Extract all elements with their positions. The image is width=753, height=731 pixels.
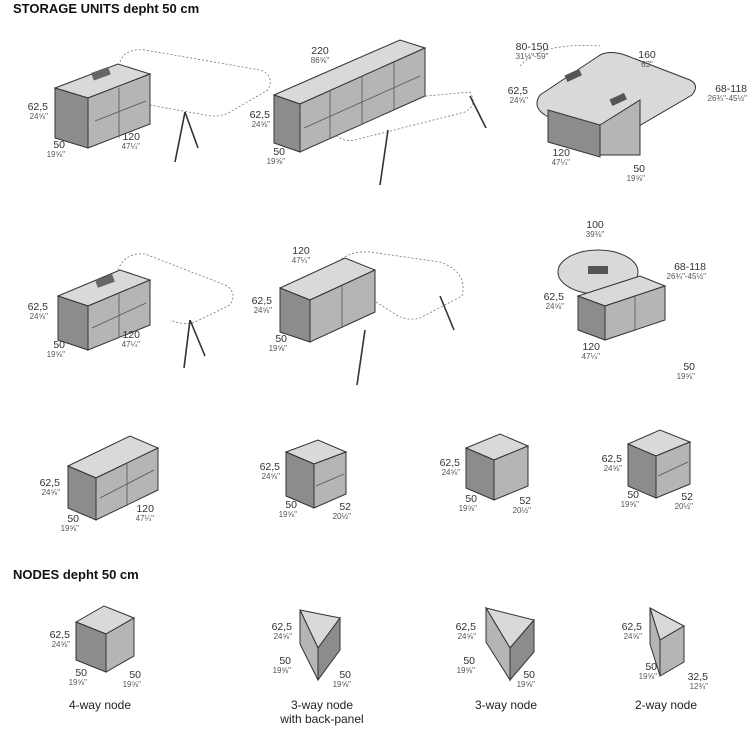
nodes-section-title: NODES depht 50 cm [13,567,139,582]
storage-desk-120b-drawing [56,253,234,369]
storage-desk-120c-drawing [278,251,464,386]
storage-section-title: STORAGE UNITS depht 50 cm [13,1,200,16]
node-3-way-drawing [484,606,535,682]
node-2-way-drawing [649,606,686,677]
caption-2-way-node: 2-way node [634,698,698,712]
storage-desk-120-drawing [53,49,271,163]
storage-round-top-drawing [557,249,667,341]
caption-line-1: 3-way node [290,698,354,712]
storage-unit-52-door-drawing [464,433,530,501]
caption-3-way-node-back-panel: 3-way node with back-panel [262,698,382,726]
node-3-way-back-panel-drawing [299,609,341,682]
caption-4-way-node: 4-way node [68,698,132,712]
caption-line-2: with back-panel [280,712,364,726]
node-4-way-drawing [74,605,136,673]
storage-rotating-top-drawing [519,45,696,158]
storage-unit-120-drawing [66,435,160,521]
storage-unit-52-drawers-drawing [626,429,692,499]
storage-desk-220-drawing [272,39,487,186]
caption-3-way-node: 3-way node [474,698,538,712]
storage-unit-52-open-drawing [284,439,348,509]
